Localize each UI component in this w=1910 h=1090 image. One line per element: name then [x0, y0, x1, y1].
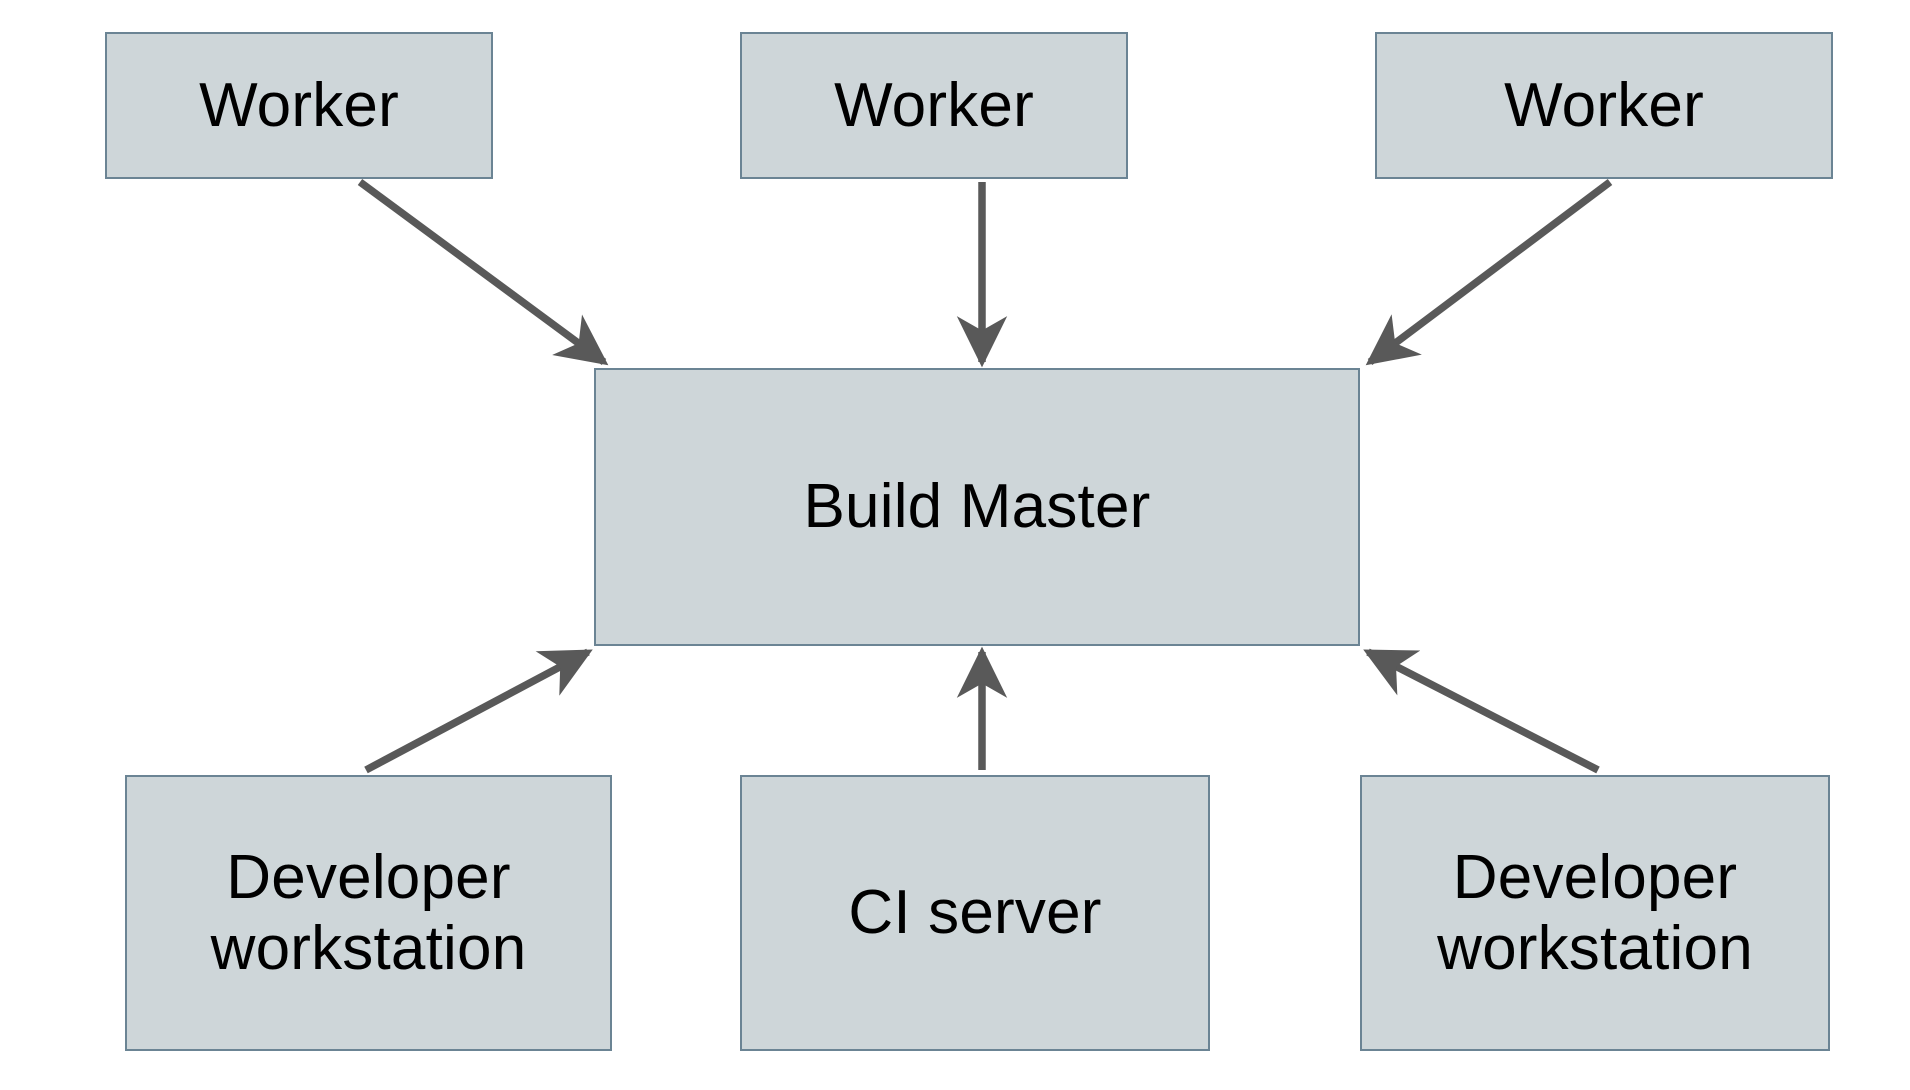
edge-worker-1-to-build-master — [357, 178, 609, 366]
edge-developer-workstation-right-to-build-master — [1363, 648, 1600, 774]
node-label: Worker — [199, 70, 399, 140]
node-developer-workstation-right[interactable]: Developer workstation — [1360, 775, 1830, 1051]
node-worker-1[interactable]: Worker — [105, 32, 493, 179]
node-worker-2[interactable]: Worker — [740, 32, 1128, 179]
edge-developer-workstation-left-to-build-master — [364, 648, 593, 774]
edge-worker-3-to-build-master — [1365, 179, 1613, 366]
node-worker-3[interactable]: Worker — [1375, 32, 1833, 179]
node-label: CI server — [848, 878, 1102, 948]
node-label: Worker — [834, 70, 1034, 140]
node-ci-server[interactable]: CI server — [740, 775, 1210, 1051]
node-label: Build Master — [803, 472, 1151, 542]
node-label: Developer workstation — [210, 842, 527, 983]
node-label: Developer workstation — [1437, 842, 1753, 983]
node-label: Worker — [1504, 70, 1704, 140]
node-build-master[interactable]: Build Master — [594, 368, 1360, 646]
node-developer-workstation-left[interactable]: Developer workstation — [125, 775, 612, 1051]
